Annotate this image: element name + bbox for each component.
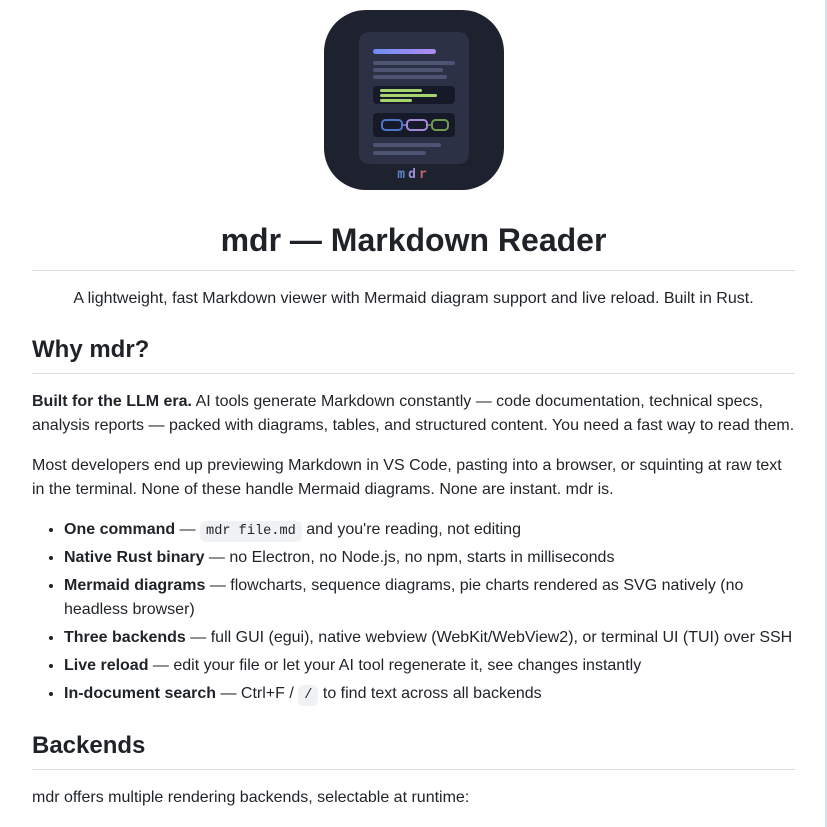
paragraph-most-developers: Most developers end up previewing Markdo… xyxy=(32,457,782,498)
feature-term: Live reload xyxy=(64,657,149,675)
list-item-one-command: One command — mdr file.md and you're rea… xyxy=(64,518,795,542)
feature-term: In-document search xyxy=(64,685,217,703)
logo-text-line xyxy=(372,143,441,147)
inline-code: / xyxy=(298,685,319,707)
logo-heading-bar xyxy=(372,49,436,54)
scrollbar[interactable] xyxy=(825,0,827,827)
feature-text: — flowcharts, sequence diagrams, pie cha… xyxy=(64,577,744,619)
logo-text-line xyxy=(372,151,426,155)
feature-text: — no Electron, no Node.js, no npm, start… xyxy=(204,549,615,567)
list-item-in-document-search: In-document search — Ctrl+F / / to find … xyxy=(64,682,795,707)
feature-text: — Ctrl+F / xyxy=(216,685,299,703)
feature-term: Native Rust binary xyxy=(64,549,205,567)
section-heading-why-mdr: Why mdr? xyxy=(32,335,795,374)
logo-wordmark: mdr xyxy=(324,165,504,185)
list-item-three-backends: Three backends — full GUI (egui), native… xyxy=(64,626,795,650)
feature-text: to find text across all backends xyxy=(318,685,542,703)
section-heading-backends: Backends xyxy=(32,731,795,770)
app-logo: mdr xyxy=(323,10,504,190)
feature-text: — edit your file or let your AI tool reg… xyxy=(148,657,642,675)
logo-letter: d xyxy=(408,167,419,182)
feature-text: — xyxy=(175,521,201,538)
logo-letter: m xyxy=(397,167,409,182)
logo-code-block xyxy=(372,86,455,104)
lead-bold: Built for the LLM era. xyxy=(32,393,192,410)
page-title: mdr — Markdown Reader xyxy=(32,220,795,271)
paragraph-llm-era: Built for the LLM era. AI tools generate… xyxy=(32,390,795,438)
tagline: A lightweight, fast Markdown viewer with… xyxy=(73,290,754,307)
list-item-live-reload: Live reload — edit your file or let your… xyxy=(64,654,795,678)
list-item-mermaid-diagrams: Mermaid diagrams — flowcharts, sequence … xyxy=(64,574,795,622)
inline-code: mdr file.md xyxy=(200,521,302,542)
feature-text: and you're reading, not editing xyxy=(301,521,521,538)
feature-term: Three backends xyxy=(64,629,186,647)
paragraph-backends-intro: mdr offers multiple rendering backends, … xyxy=(32,788,470,806)
logo-text-line xyxy=(372,68,443,72)
logo-document-panel xyxy=(358,32,469,164)
logo-text-line xyxy=(372,61,455,65)
feature-term: Mermaid diagrams xyxy=(64,577,206,595)
logo-letter: r xyxy=(418,167,430,182)
logo-flowchart-icon xyxy=(372,113,455,137)
list-item-native-rust: Native Rust binary — no Electron, no Nod… xyxy=(64,546,795,570)
feature-text: — full GUI (egui), native webview (WebKi… xyxy=(185,629,793,647)
logo-code-line xyxy=(379,89,422,92)
logo-code-line xyxy=(379,94,437,97)
lead-rest: AI tools generate Markdown constantly — … xyxy=(32,393,795,434)
feature-term: One command xyxy=(64,521,176,538)
feature-list: One command — mdr file.md and you're rea… xyxy=(32,518,795,707)
logo-code-line xyxy=(379,99,412,102)
logo-text-line xyxy=(372,75,447,79)
